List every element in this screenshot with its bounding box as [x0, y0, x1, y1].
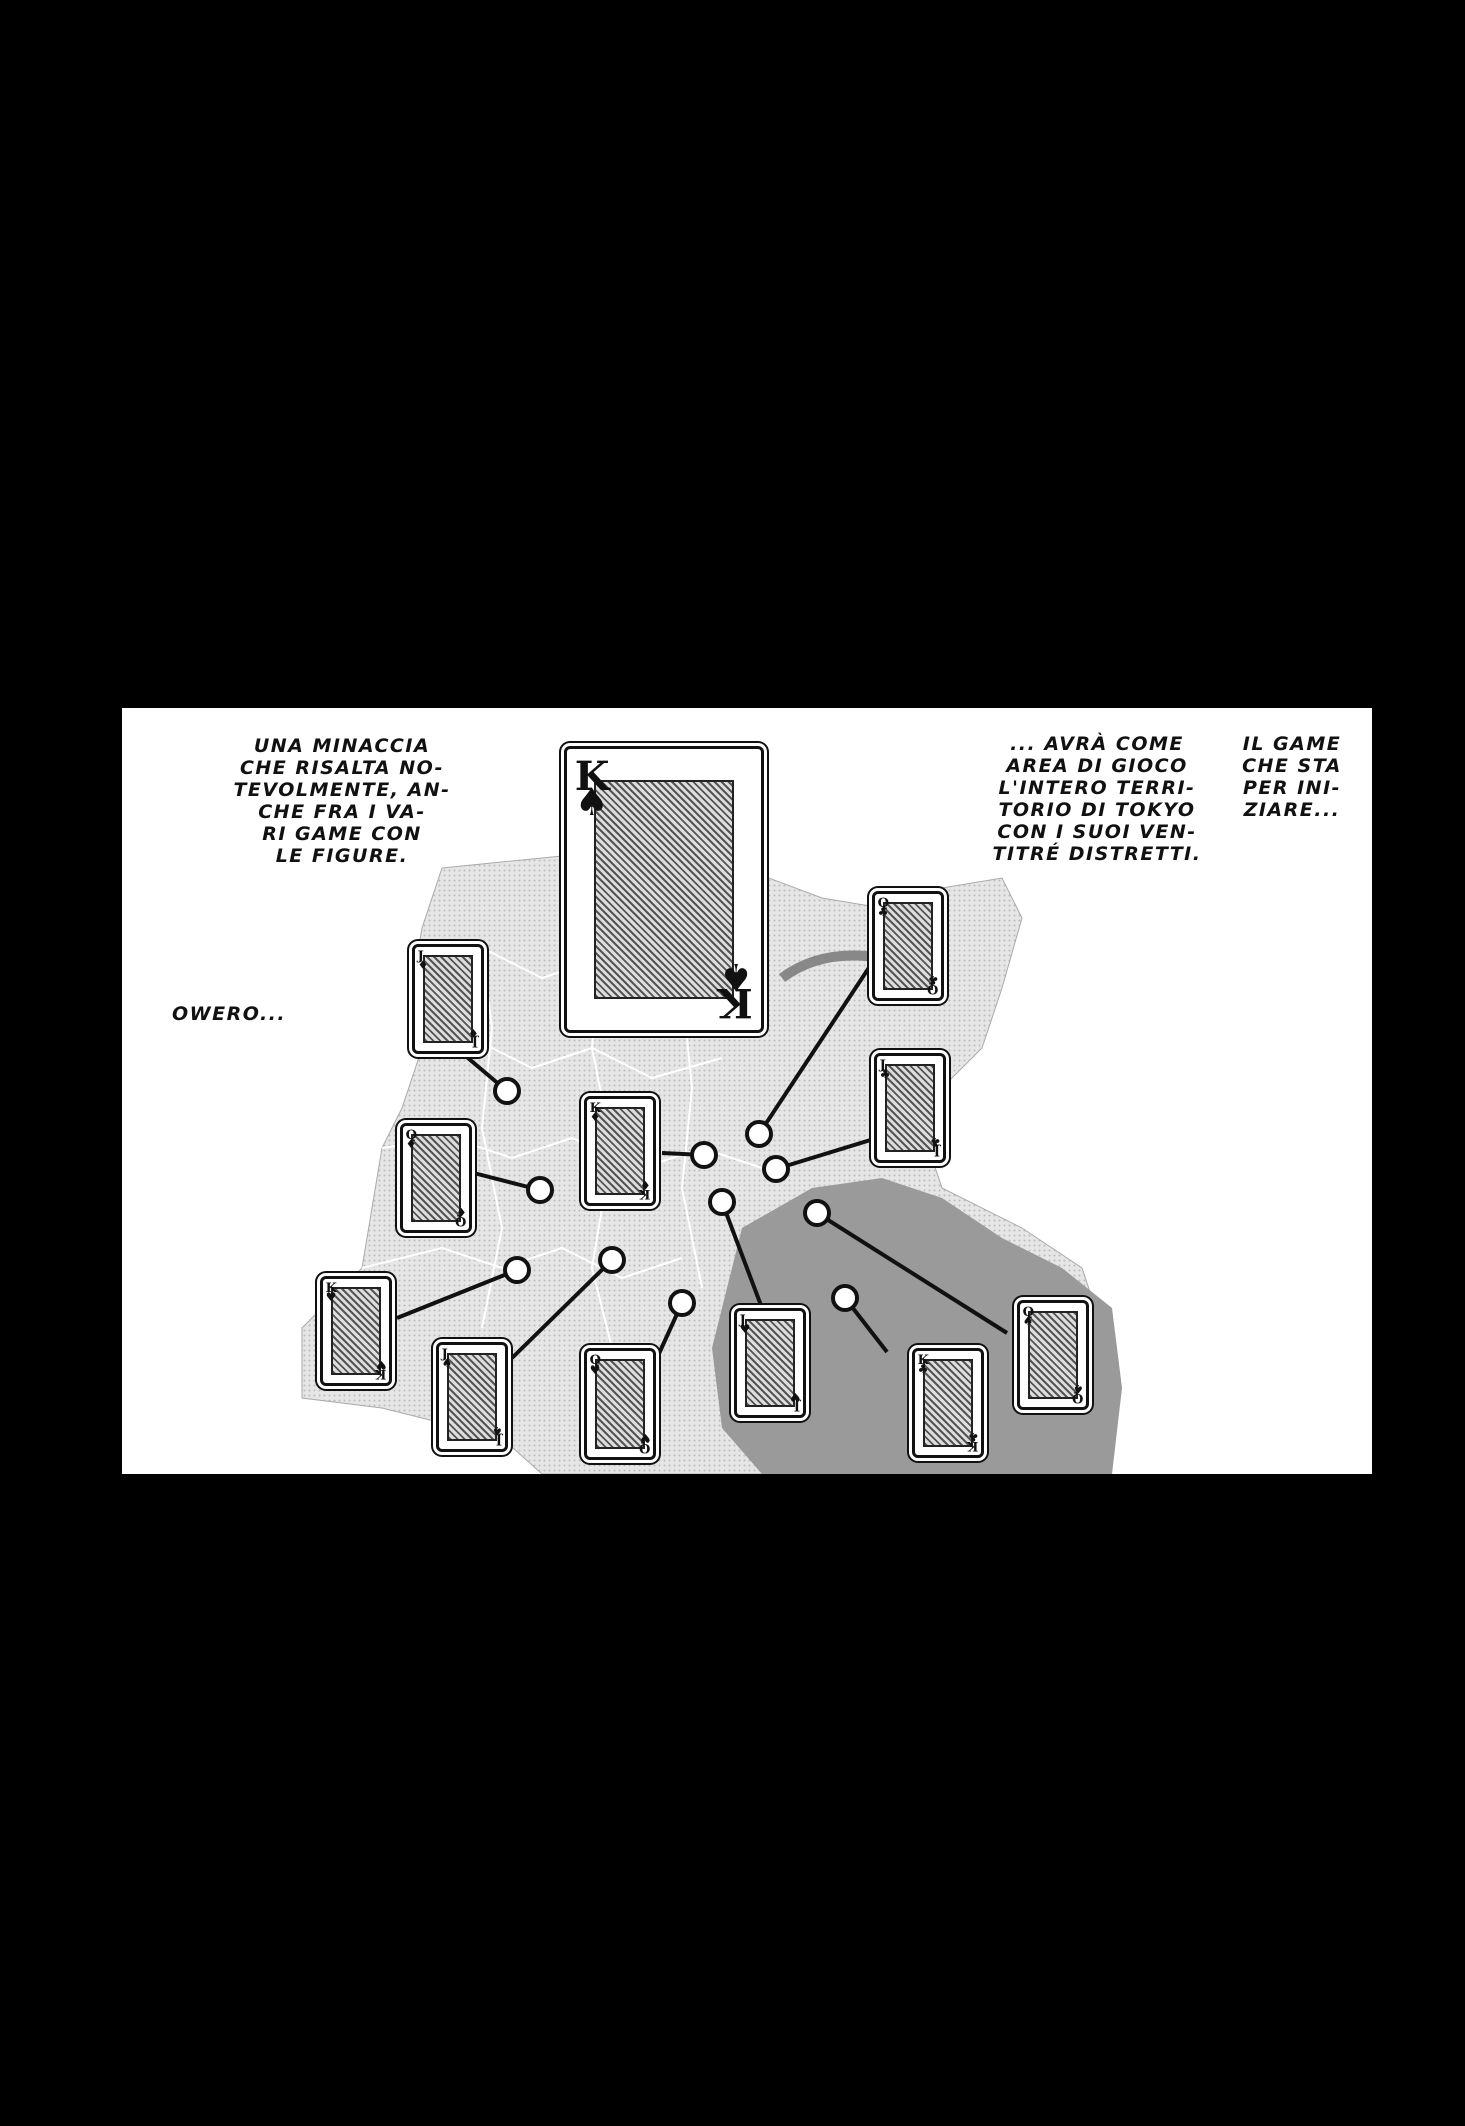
card-face-art	[594, 1107, 646, 1195]
club-icon: ♣	[927, 972, 939, 987]
diamond-icon: ♦	[417, 958, 429, 973]
connector-nodes	[493, 1077, 859, 1317]
card-queen-clubs: Q ♣ Q ♣	[872, 891, 944, 1001]
heart-icon: ♥	[639, 1431, 651, 1446]
card-queen-hearts: Q ♥ Q ♥	[584, 1348, 656, 1460]
card-jack-hearts: J ♥ J ♥	[734, 1308, 806, 1418]
card-rank: K	[589, 1101, 601, 1117]
card-queen-diamonds: Q ♦ Q ♦	[400, 1123, 472, 1233]
club-icon: ♣	[879, 1067, 891, 1082]
caption-play-area: ... AVRÀ COME AREA DI GIOCO L'INTERO TER…	[992, 733, 1202, 865]
card-king-hearts: K ♥ K ♥	[320, 1276, 392, 1386]
spade-icon: ♠	[719, 955, 754, 1000]
diamond-icon: ♦	[405, 1137, 417, 1152]
spade-icon: ♠	[1072, 1381, 1084, 1396]
diamond-icon: ♦	[589, 1110, 601, 1125]
diamond-icon: ♦	[639, 1177, 651, 1192]
spade-icon: ♠	[441, 1356, 453, 1371]
card-rank: Q	[1022, 1305, 1034, 1321]
card-rank: J	[879, 1058, 886, 1074]
card-face-art	[422, 955, 474, 1043]
card-face-art	[744, 1319, 796, 1407]
club-icon: ♣	[877, 905, 889, 920]
card-rank: Q	[589, 1353, 601, 1369]
card-face-art	[922, 1359, 974, 1447]
card-jack-clubs: J ♣ J ♣	[874, 1053, 946, 1163]
diamond-icon: ♦	[467, 1025, 479, 1040]
card-rank: K	[325, 1281, 337, 1297]
heart-icon: ♥	[739, 1322, 751, 1337]
card-face-art	[594, 1359, 646, 1449]
card-king-clubs: K ♣ K ♣	[912, 1348, 984, 1458]
card-rank: K	[917, 1353, 929, 1369]
heart-icon: ♥	[375, 1357, 387, 1372]
heart-icon: ♥	[325, 1290, 337, 1305]
caption-threat: UNA MINACCIA CHE RISALTA NO- TEVOLMENTE,…	[233, 735, 451, 867]
card-jack-spades: J ♠ J ♠	[436, 1342, 508, 1452]
card-face-art	[882, 902, 934, 990]
diamond-icon: ♦	[455, 1204, 467, 1219]
spade-icon: ♠	[491, 1423, 503, 1438]
heart-icon: ♥	[789, 1389, 801, 1404]
card-face-art	[330, 1287, 382, 1375]
card-queen-spades: Q ♠ Q ♠	[1017, 1300, 1089, 1410]
card-rank: J	[739, 1313, 746, 1329]
card-rank: K	[574, 753, 610, 801]
card-king-spades-main: K ♠ K ♠	[564, 746, 764, 1033]
caption-owero: OWERO...	[172, 1003, 287, 1025]
card-face-art	[1027, 1311, 1079, 1399]
caption-game-starting: IL GAME CHE STA PER INI- ZIARE...	[1242, 733, 1342, 821]
spade-icon: ♠	[574, 779, 609, 824]
card-rank: J	[417, 949, 424, 965]
club-icon: ♣	[929, 1134, 941, 1149]
manga-panel: UNA MINACCIA CHE RISALTA NO- TEVOLMENTE,…	[122, 708, 1372, 1474]
club-icon: ♣	[967, 1429, 979, 1444]
heart-icon: ♥	[589, 1362, 601, 1377]
card-face-art	[884, 1064, 936, 1152]
card-jack-diamonds: J ♦ J ♦	[412, 944, 484, 1054]
card-face-art	[410, 1134, 462, 1222]
card-rank: Q	[405, 1128, 417, 1144]
club-icon: ♣	[917, 1362, 929, 1377]
spade-icon: ♠	[1022, 1314, 1034, 1329]
card-king-diamonds: K ♦ K ♦	[584, 1096, 656, 1206]
card-face-art	[594, 779, 734, 1000]
card-face-art	[446, 1353, 498, 1441]
card-rank: J	[441, 1347, 448, 1363]
card-rank: Q	[877, 896, 889, 912]
